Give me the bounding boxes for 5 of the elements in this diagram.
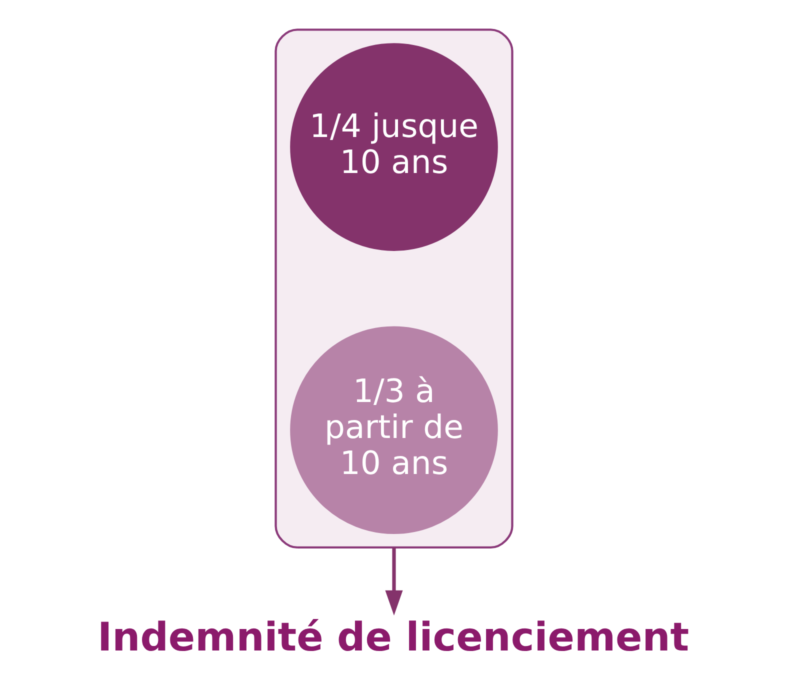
node-circle: 1/3 à partir de 10 ans	[290, 326, 498, 534]
node-circle: 1/4 jusque 10 ans	[290, 43, 498, 251]
node-text: Indemnité de licenciement	[98, 614, 690, 661]
cluster	[274, 28, 514, 549]
arrow	[385, 547, 403, 616]
